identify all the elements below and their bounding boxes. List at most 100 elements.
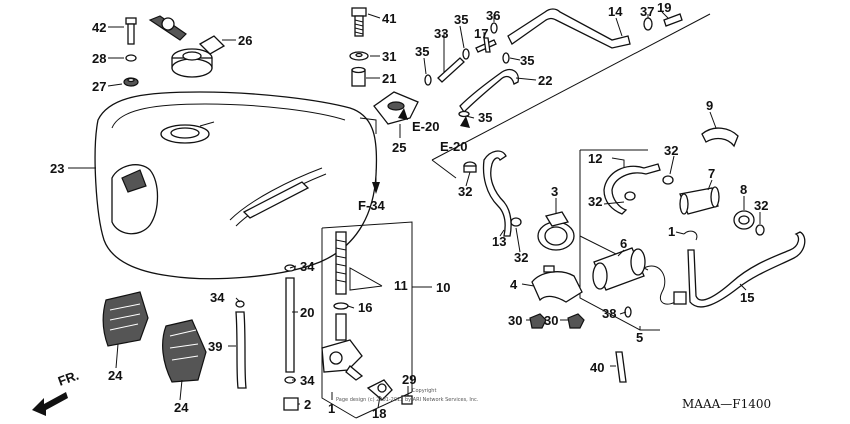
callout-19: 19 <box>657 0 671 15</box>
callout-4: 4 <box>510 277 518 292</box>
o-ring-16 <box>333 302 349 310</box>
diagram-code: MAAA—F1400 <box>682 397 771 411</box>
hose-15 <box>687 231 806 308</box>
hose-39 <box>235 311 247 389</box>
fitting-2 <box>283 397 299 411</box>
callout-26: 26 <box>238 33 252 48</box>
callout-6: 6 <box>620 236 627 251</box>
callout-24-left: 24 <box>108 368 123 383</box>
clip-36 <box>490 22 498 34</box>
clip-1-right <box>683 230 698 241</box>
callout-35-left: 35 <box>415 44 429 59</box>
bracket-4 <box>531 265 583 303</box>
ref-f34: F-34 <box>358 198 386 213</box>
holder-8 <box>733 210 755 230</box>
clip-35-lower <box>458 110 470 118</box>
bolt-29 <box>401 395 413 405</box>
callout-33: 33 <box>434 26 448 41</box>
callout-34-bottom: 34 <box>300 373 315 388</box>
callout-40: 40 <box>590 360 604 375</box>
clip-35-mid <box>462 48 470 60</box>
callout-10: 10 <box>436 280 450 295</box>
fuel-valve-body <box>321 313 364 381</box>
callout-32-far-right: 32 <box>754 198 768 213</box>
nut-30-left <box>529 313 547 329</box>
callout-8: 8 <box>740 182 747 197</box>
fitting-19 <box>663 13 683 27</box>
clip-32-lower-left <box>510 217 522 227</box>
callout-18: 18 <box>372 406 386 421</box>
callout-32-mid: 32 <box>588 194 602 209</box>
ref-e20-upper: E-20 <box>412 119 439 134</box>
hose-20 <box>285 277 295 373</box>
mount-rubber-25 <box>373 91 419 125</box>
callout-32-lower-left: 32 <box>514 250 528 265</box>
callout-35-top: 35 <box>454 12 468 27</box>
reference-arrows <box>372 108 470 194</box>
clip-37 <box>643 17 653 31</box>
callout-21: 21 <box>382 71 396 86</box>
three-way-joint-17 <box>475 37 497 53</box>
callout-1-right: 1 <box>668 224 675 239</box>
callout-38: 38 <box>602 306 616 321</box>
callout-25: 25 <box>392 140 406 155</box>
hose-33 <box>437 57 465 83</box>
callout-34-top: 34 <box>300 259 315 274</box>
side-cover-24-left <box>102 291 149 347</box>
leader-lines <box>68 11 761 409</box>
callout-30-left: 30 <box>508 313 522 328</box>
callout-13: 13 <box>492 234 506 249</box>
callout-3: 3 <box>551 184 558 199</box>
front-direction-arrow <box>32 392 68 416</box>
callout-5: 5 <box>636 330 643 345</box>
nut-30-right <box>567 313 585 329</box>
callout-28: 28 <box>92 51 106 66</box>
callout-23: 23 <box>50 161 64 176</box>
screw-42 <box>125 17 137 45</box>
callout-29: 29 <box>402 372 416 387</box>
callout-32-left: 32 <box>458 184 472 199</box>
frame-line <box>431 13 711 161</box>
fuel-tank <box>94 91 378 280</box>
callout-24-right: 24 <box>174 400 189 415</box>
frame-line <box>431 159 457 179</box>
callout-11: 11 <box>394 278 408 293</box>
callout-2: 2 <box>304 397 311 412</box>
bolt-41 <box>351 7 367 37</box>
washer-28 <box>125 54 137 62</box>
copyright-text: Copyright <box>412 388 436 394</box>
pump-cover-3 <box>537 211 575 251</box>
callout-39: 39 <box>208 339 222 354</box>
clip-34-left <box>235 300 245 308</box>
clip-32-upper-left <box>463 161 477 173</box>
callout-15: 15 <box>740 290 754 305</box>
side-cover-24-right <box>162 319 207 383</box>
clip-35-right <box>502 52 510 64</box>
callout-32-right-top: 32 <box>664 143 678 158</box>
clip-32-right-top <box>662 175 674 185</box>
hose-40 <box>615 351 627 383</box>
callout-20: 20 <box>300 305 314 320</box>
callout-22: 22 <box>538 73 552 88</box>
clip-35-left <box>424 74 432 86</box>
watermark-text: Page design (c) 2001-2012 by ARI Network… <box>336 397 479 403</box>
callout-14: 14 <box>608 4 623 19</box>
callout-37: 37 <box>640 4 654 19</box>
hose-22 <box>459 68 519 114</box>
callout-35-lower: 35 <box>478 110 492 125</box>
fuel-filter-7 <box>679 186 720 215</box>
callout-17: 17 <box>474 26 488 41</box>
callout-41: 41 <box>382 11 396 26</box>
callout-34-left: 34 <box>210 290 225 305</box>
label-fr: FR. <box>56 368 81 389</box>
callout-12: 12 <box>588 151 602 166</box>
callout-35-right: 35 <box>520 53 534 68</box>
collar-21 <box>351 66 366 87</box>
callout-1-bottom: 1 <box>328 401 335 416</box>
callout-36: 36 <box>486 8 500 23</box>
callout-42: 42 <box>92 20 106 35</box>
hose-14 <box>507 8 631 49</box>
joint-18 <box>366 379 393 401</box>
callout-27: 27 <box>92 79 106 94</box>
